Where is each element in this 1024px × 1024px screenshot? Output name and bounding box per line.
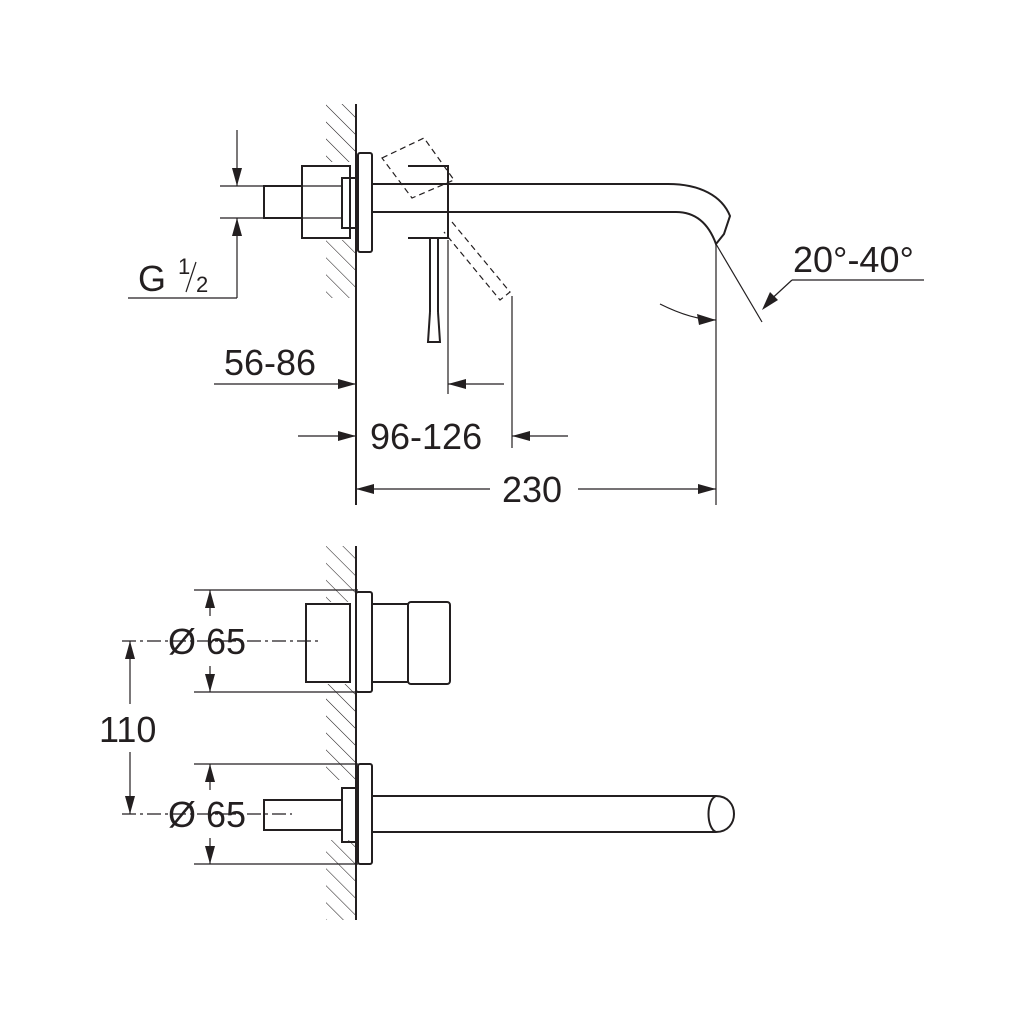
wall-hatch-bottom-3: [326, 840, 356, 920]
angle-label: 20°-40°: [793, 239, 914, 280]
thread-denominator: 2: [196, 272, 208, 297]
thread-numerator: 1: [178, 254, 190, 279]
wall-depth-label: 56-86: [224, 342, 316, 383]
rosette-plate: [357, 152, 373, 253]
wall-hatch-bottom-2: [326, 684, 356, 780]
mixer-rosette: [355, 591, 373, 693]
mixer-handle-cap: [407, 601, 451, 685]
mixer-handle: [372, 603, 409, 683]
thread-label: G: [138, 258, 166, 299]
wall-hatch-top-lower: [326, 240, 356, 298]
centers-label: 110: [99, 709, 156, 750]
diameter-top-label: Ø 65: [168, 621, 246, 662]
spout-connector: [263, 799, 343, 831]
lever-tip: [426, 311, 442, 343]
wall-hatch-top-upper: [326, 104, 356, 162]
side-view: G 1 2 20°-40° 56-86 96-126 230: [128, 104, 924, 510]
spout-length-label: 230: [502, 469, 562, 510]
concealed-body: [301, 165, 351, 239]
handle-base: [408, 165, 449, 239]
lever-alt-stem: [443, 221, 511, 301]
mixer-body-concealed: [305, 603, 351, 683]
spout-rosette: [357, 763, 373, 865]
lever-depth-label: 96-126: [370, 416, 482, 457]
diameter-bottom-label: Ø 65: [168, 794, 246, 835]
spout-plan: [372, 795, 735, 833]
pipe-connector: [263, 185, 303, 219]
spout-tip: [707, 795, 717, 833]
spout: [372, 183, 732, 247]
lever-alt-position: [381, 137, 455, 199]
plan-view: Ø 65 110 Ø 65: [99, 546, 735, 920]
wall-hatch-bottom-1: [326, 546, 356, 602]
